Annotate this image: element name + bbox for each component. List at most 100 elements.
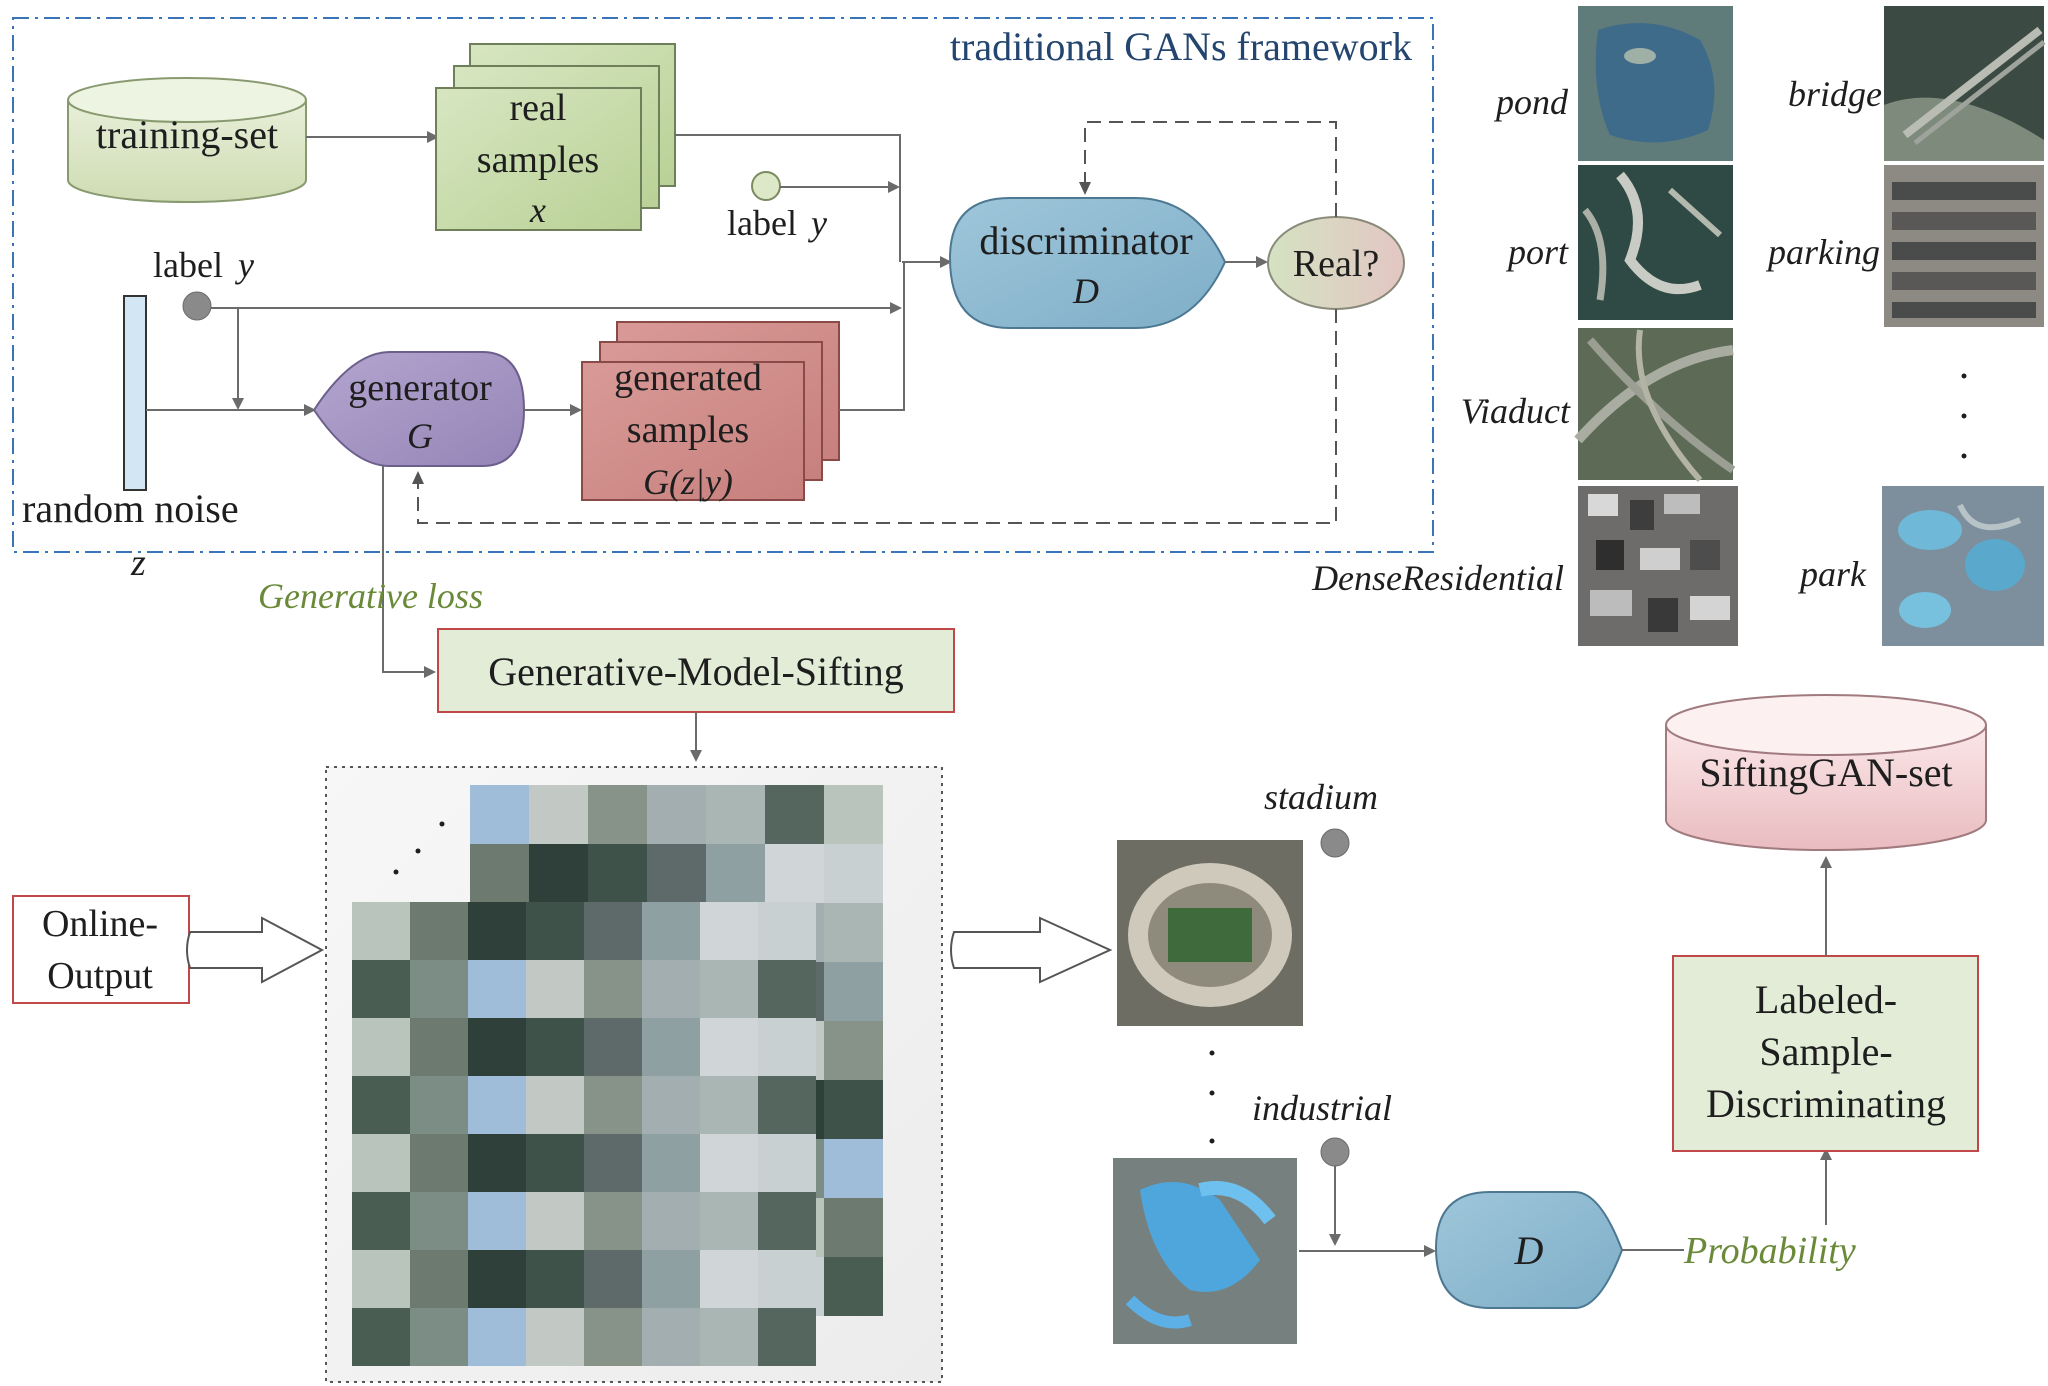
framework-title: traditional GANs framework [950, 24, 1412, 69]
example-label-bridge: bridge [1788, 74, 1882, 114]
mosaic-tile [526, 1134, 584, 1192]
mosaic-tile [352, 1192, 410, 1250]
label-y-left-word: label [153, 245, 223, 285]
mosaic-tile [410, 1018, 468, 1076]
mosaic-tile [584, 1018, 642, 1076]
mosaic-tile [526, 1192, 584, 1250]
mosaic-tile [468, 1018, 526, 1076]
mosaic-tile [700, 1076, 758, 1134]
mosaic-tile [410, 960, 468, 1018]
feedback-to-generator [417, 309, 1337, 524]
mosaic-tile [584, 960, 642, 1018]
mosaic-tile [468, 960, 526, 1018]
mosaic-tile [352, 902, 410, 960]
online-output-line2: Output [47, 955, 153, 997]
mosaic-tile [647, 844, 706, 903]
mosaic-tile [352, 960, 410, 1018]
mosaic-tile [470, 844, 529, 903]
industrial-label: industrial [1252, 1088, 1392, 1128]
online-output-line1: Online- [42, 903, 158, 945]
discriminator-d: D [1072, 271, 1099, 311]
mosaic-tile [410, 1308, 468, 1366]
siftinggan-set-database: SiftingGAN-set [1665, 694, 1987, 851]
mosaic-tile [468, 1192, 526, 1250]
labeled-discriminating-box: Labeled- Sample- Discriminating [1672, 955, 1979, 1152]
mosaic-tile [758, 1076, 816, 1134]
labeled-line2: Sample- [1759, 1029, 1892, 1074]
real-question-label: Real? [1293, 243, 1380, 285]
mosaic-tile [352, 1134, 410, 1192]
real-samples-x: x [529, 190, 546, 230]
siftinggan-set-label: SiftingGAN-set [1699, 750, 1952, 795]
label-y-top-word: label [727, 203, 797, 243]
real-samples-line2: samples [477, 139, 599, 181]
stadium-image [1117, 840, 1303, 1026]
feedback-to-disc [1084, 121, 1337, 217]
mosaic-tile [642, 1018, 700, 1076]
mosaic-tile [824, 844, 883, 903]
feedback-disc-arrowhead [1079, 182, 1091, 195]
labeled-line1: Labeled- [1755, 977, 1897, 1022]
mosaic-tile [642, 960, 700, 1018]
label-y-top-var: y [808, 203, 827, 243]
diagonal-ellipsis [393, 821, 445, 875]
example-label-viaduct: Viaduct [1461, 391, 1571, 431]
mosaic-tile [824, 1257, 883, 1316]
stadium-label-node [1320, 828, 1350, 858]
industrial-label-node [1320, 1137, 1350, 1167]
mosaic-tile [352, 1018, 410, 1076]
mosaic-tile [468, 1076, 526, 1134]
generated-line1: generated [614, 357, 762, 399]
mosaic-tile [410, 1076, 468, 1134]
label-y-top: label y [727, 171, 900, 243]
d-bottom-node: D [1434, 1191, 1624, 1309]
generated-samples-stack: generated samples G(z|y) [581, 321, 840, 502]
d-bottom-label: D [1514, 1228, 1544, 1273]
mosaic-tile [700, 1192, 758, 1250]
mosaic-tile [584, 1250, 642, 1308]
denseresidential-image [1578, 486, 1738, 646]
probability-label: Probability [1683, 1230, 1856, 1272]
noise-z-label: z [130, 542, 146, 584]
mosaic-tile [470, 785, 529, 844]
generator-g: G [407, 416, 433, 456]
line-real-to-join [675, 134, 901, 262]
mosaic-tile [758, 1018, 816, 1076]
mosaic-tile [468, 902, 526, 960]
mosaic-tile [526, 1308, 584, 1366]
mosaic-tile [468, 1134, 526, 1192]
vertical-ellipsis [1961, 373, 1967, 459]
mosaic-tile [529, 844, 588, 903]
mosaic-tile [758, 902, 816, 960]
mosaic-tile [526, 960, 584, 1018]
generator-label: generator [348, 367, 492, 409]
mosaic-tile [352, 1250, 410, 1308]
mosaic-tile [647, 785, 706, 844]
mosaic-tile [758, 1250, 816, 1308]
port-image [1578, 165, 1733, 320]
real-samples-stack: real samples x [435, 43, 676, 231]
mosaic-tile [410, 1192, 468, 1250]
random-noise-vector [123, 295, 147, 491]
mosaic-tile [526, 1076, 584, 1134]
label-y-left-node [182, 291, 212, 321]
real-samples-line1: real [510, 87, 567, 129]
mosaic-tile [410, 902, 468, 960]
mosaic-tile [642, 902, 700, 960]
mosaic-tile [758, 1134, 816, 1192]
mosaic-tile [706, 844, 765, 903]
mosaic-tile [642, 1192, 700, 1250]
block-arrow-mosaic-to-selected [950, 916, 1113, 984]
mosaic-tile [700, 1134, 758, 1192]
mosaic-tile [526, 902, 584, 960]
mosaic-tile [584, 1192, 642, 1250]
mosaic-tile [824, 1139, 883, 1198]
industrial-image [1113, 1158, 1297, 1344]
sifting-label: Generative-Model-Sifting [488, 649, 903, 694]
generator-node: generator G [312, 351, 526, 467]
discriminator-node: discriminator D [948, 197, 1227, 329]
random-noise-label: random noise [22, 486, 239, 531]
mosaic-tile [642, 1250, 700, 1308]
arrow-generator-to-sifting [382, 466, 436, 678]
